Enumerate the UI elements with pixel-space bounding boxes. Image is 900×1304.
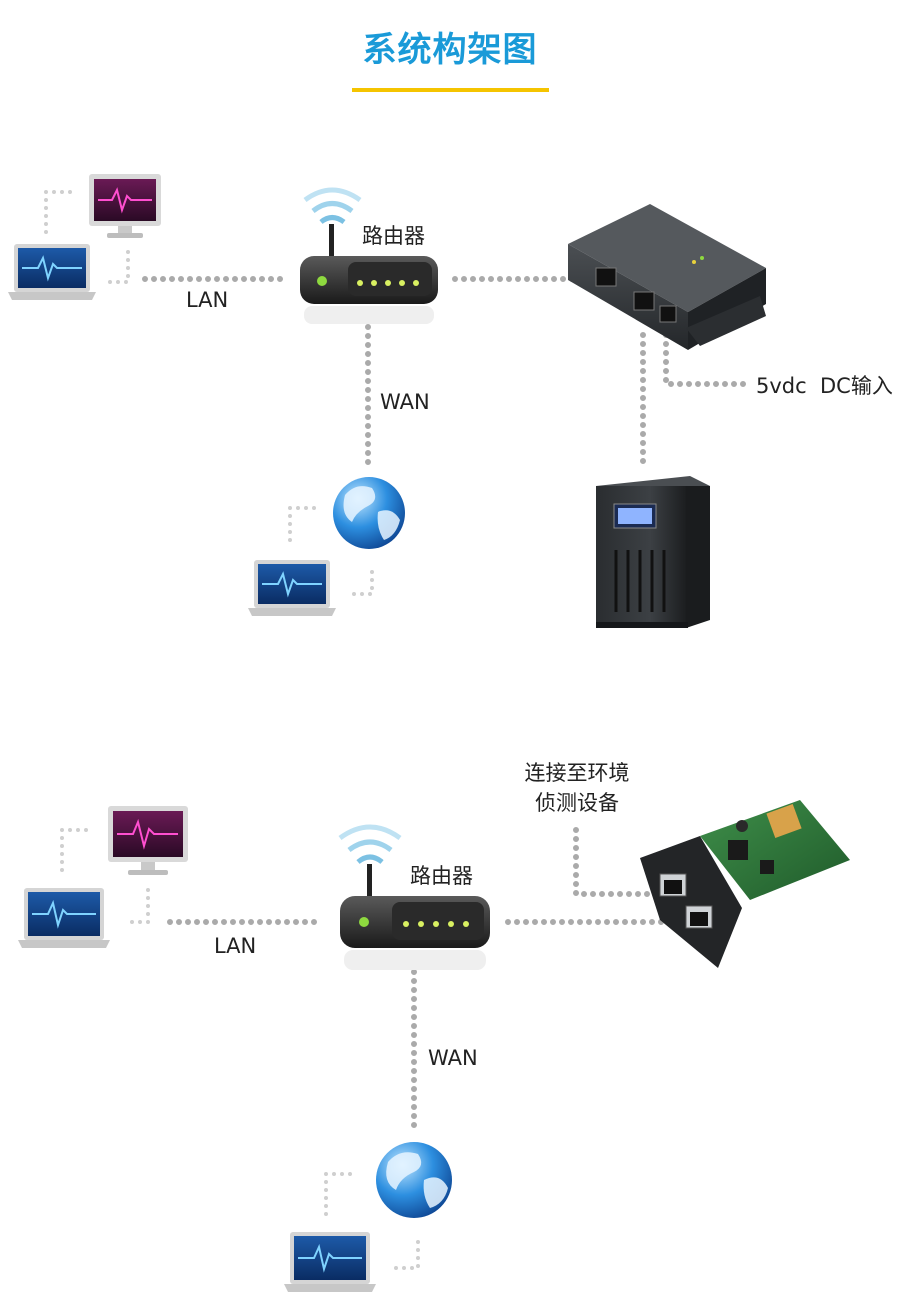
wan-label-2: WAN	[428, 1046, 478, 1070]
env-sensor-line	[573, 827, 658, 897]
laptop-icon	[8, 244, 96, 300]
router-icon-2	[338, 824, 490, 970]
env-sensor-label-line-2: 侦测设备	[535, 791, 619, 815]
desktop-monitor-icon	[89, 174, 161, 238]
title-underline	[352, 88, 549, 92]
remote-laptop-icon-2	[284, 1232, 376, 1292]
wan-label-1: WAN	[380, 390, 430, 414]
router-label-2: 路由器	[410, 864, 473, 888]
env-sensor-label-line-1: 连接至环境	[524, 761, 630, 785]
diagram-1	[8, 174, 766, 628]
lan-label-2: LAN	[214, 934, 257, 958]
diagram-2	[18, 800, 850, 1292]
dc-input-label: 5vdc DC输入	[756, 374, 893, 398]
dc-input-line	[663, 332, 753, 387]
ups-tower-icon	[596, 476, 710, 628]
laptop-icon-2	[18, 888, 110, 948]
env-sensor-label: 连接至环境 侦测设备	[504, 758, 650, 818]
snmp-card-icon	[640, 800, 850, 968]
internet-globe-icon-2	[376, 1142, 452, 1218]
router-icon	[300, 187, 438, 324]
remote-laptop-icon	[248, 560, 336, 616]
desktop-monitor-icon-2	[108, 806, 188, 875]
internet-globe-icon	[333, 477, 405, 549]
router-label-1: 路由器	[362, 224, 425, 248]
lan-label-1: LAN	[186, 288, 229, 312]
network-adapter-box-icon	[568, 204, 766, 350]
page-title: 系统构架图	[362, 30, 538, 70]
